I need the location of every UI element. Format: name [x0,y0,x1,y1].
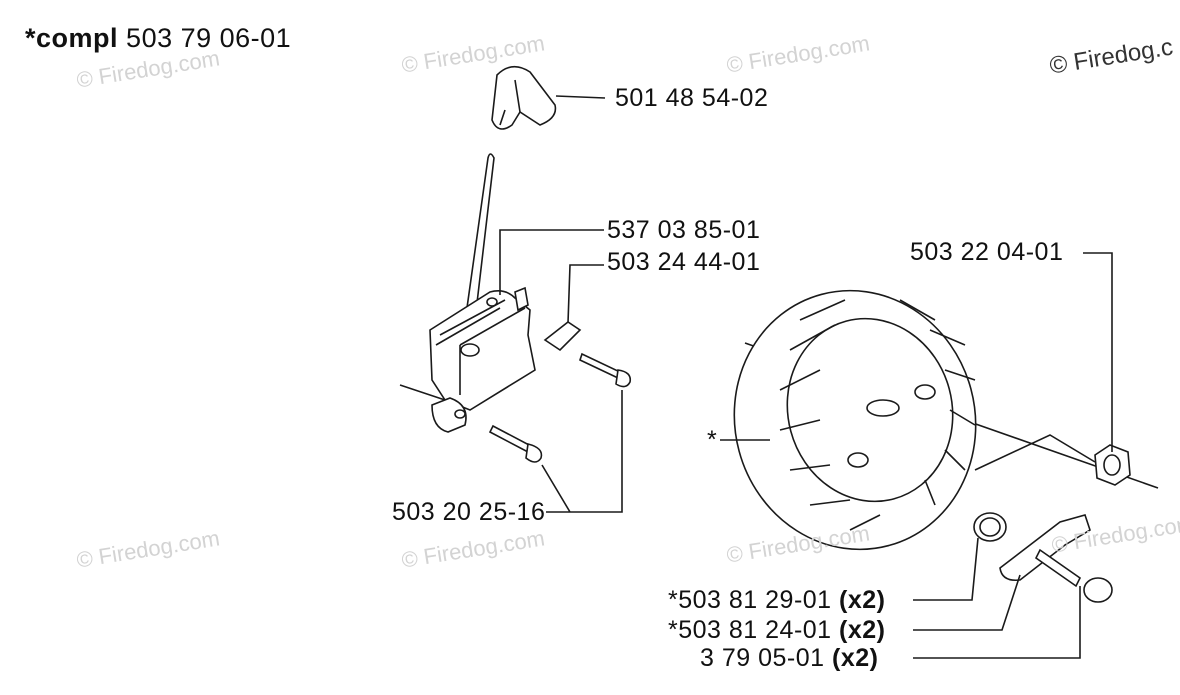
leader-pawl [913,574,1021,631]
pawl-number: *503 81 24-01 [668,616,832,644]
label-flywheel: * [707,426,718,454]
label-terminal: 503 24 44-01 [607,248,761,276]
pawl-qty: (x2) [839,616,886,644]
label-spark-cap: 501 48 54-02 [615,84,769,112]
axis-line-left [399,384,446,401]
spring-number: *503 81 29-01 [668,586,832,614]
pawl-pin-number: 3 79 05-01 [700,644,825,672]
compl-prefix: *compl [25,23,119,53]
leader-screws [541,390,623,513]
screw-upper [579,352,632,388]
spring-qty: (x2) [839,586,886,614]
leader-ignition-module [499,229,604,295]
leader-spark-cap [555,95,606,99]
spark-cap-part [491,65,557,130]
label-ignition-module: 537 03 85-01 [607,216,761,244]
pawl-pin-part [1034,548,1113,603]
leader-pawl-pin [913,586,1081,659]
page-title: *compl 503 79 06-01 [25,25,291,52]
label-nut: 503 22 04-01 [910,238,1064,266]
terminal-part [543,321,582,352]
flywheel-part [733,289,977,551]
spring-part [973,512,1007,542]
pawl-part [999,514,1091,582]
compl-number: 503 79 06-01 [126,23,292,53]
label-screws: 503 20 25-16 [392,498,546,526]
leader-flywheel-axis [974,434,1096,471]
leader-spring [913,537,979,601]
label-spring: *503 81 29-01 (x2) [668,588,886,613]
label-pawl-pin: 3 79 05-01 (x2) [700,646,878,671]
pawl-pin-qty: (x2) [832,644,879,672]
label-pawl: *503 81 24-01 (x2) [668,618,886,643]
leader-terminal [567,264,604,324]
screw-lower [488,424,543,463]
leader-nut [1083,252,1113,452]
nut-part [1094,444,1131,486]
ignition-module-part [429,286,536,433]
